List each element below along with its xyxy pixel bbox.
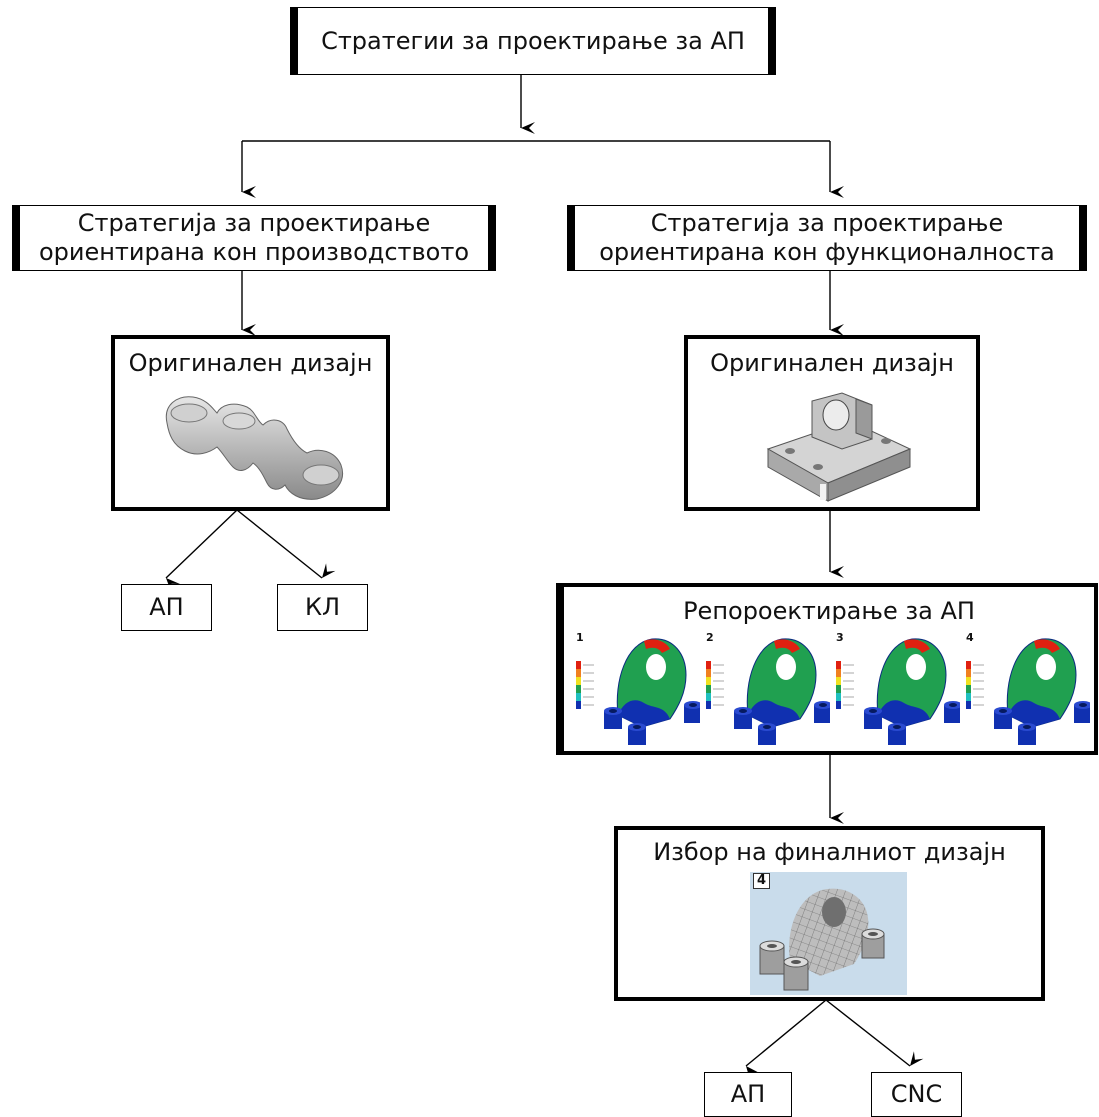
fea-variant-4: 4 [964,631,1092,749]
final-image-number: 4 [753,873,771,889]
fea-variant-1: 1 [574,631,702,749]
design-right-node: Оригинален дизајн [684,335,980,511]
edge-design-left-kl [236,509,336,579]
strategy-right-line2: ориентирана кон функционалноста [599,238,1055,266]
fea-variant-number: 1 [576,631,584,644]
fea-stress-plot-icon [706,638,832,745]
fea-stress-plot-icon [836,638,962,745]
redesign-node: Репороектирање за АП 1 2 3 4 [556,583,1098,755]
leaf-left-kl: КЛ [277,584,368,631]
strategy-left-line2: ориентирана кон производството [38,238,470,266]
redesign-title: Репороектирање за АП [683,597,975,625]
fea-variant-number: 2 [706,631,714,644]
fea-variant-number: 4 [966,631,974,644]
leaf-left-ap: АП [121,584,212,631]
final-node: Избор на финалниот дизајн 4 [614,826,1045,1001]
edge-final-ap [745,999,827,1081]
edge-final-cnc [825,999,924,1067]
leaf-right-ap: АП [704,1072,792,1117]
root-node: Стратегии за проектирање за АП [290,7,776,75]
fea-variant-number: 3 [836,631,844,644]
bracket-part-image [766,392,912,502]
leaf-left-ap-label: АП [149,593,184,621]
strategy-left-line1: Стратегија за проектирање [77,209,431,237]
fea-stress-plot-icon [576,638,702,745]
leaf-right-cnc: CNC [871,1072,962,1117]
edge-design-left-ap [165,509,238,593]
leaf-right-cnc-label: CNC [890,1080,943,1108]
root-label: Стратегии за проектирање за АП [321,26,745,55]
final-title: Избор на финалниот дизајн [653,838,1006,866]
fea-variant-3: 3 [834,631,962,749]
design-left-title: Оригинален дизајн [128,349,373,377]
leaf-right-ap-label: АП [730,1080,766,1108]
design-left-node: Оригинален дизајн [111,335,390,511]
design-right-title: Оригинален дизајн [710,349,954,377]
fea-variant-2: 2 [704,631,832,749]
strategy-left-node: Стратегија за проектирање ориентирана ко… [12,205,496,271]
strategy-right-line1: Стратегија за проектирање [650,209,1004,237]
leaf-left-kl-label: КЛ [304,593,341,621]
meshed-part-icon [759,888,885,991]
fea-variant-strip: 1 2 3 4 [574,631,1092,749]
final-design-image: 4 [750,872,907,995]
dental-bridge-image [165,396,343,500]
fea-stress-plot-icon [966,638,1092,745]
strategy-right-node: Стратегија за проектирање ориентирана ко… [567,205,1087,271]
